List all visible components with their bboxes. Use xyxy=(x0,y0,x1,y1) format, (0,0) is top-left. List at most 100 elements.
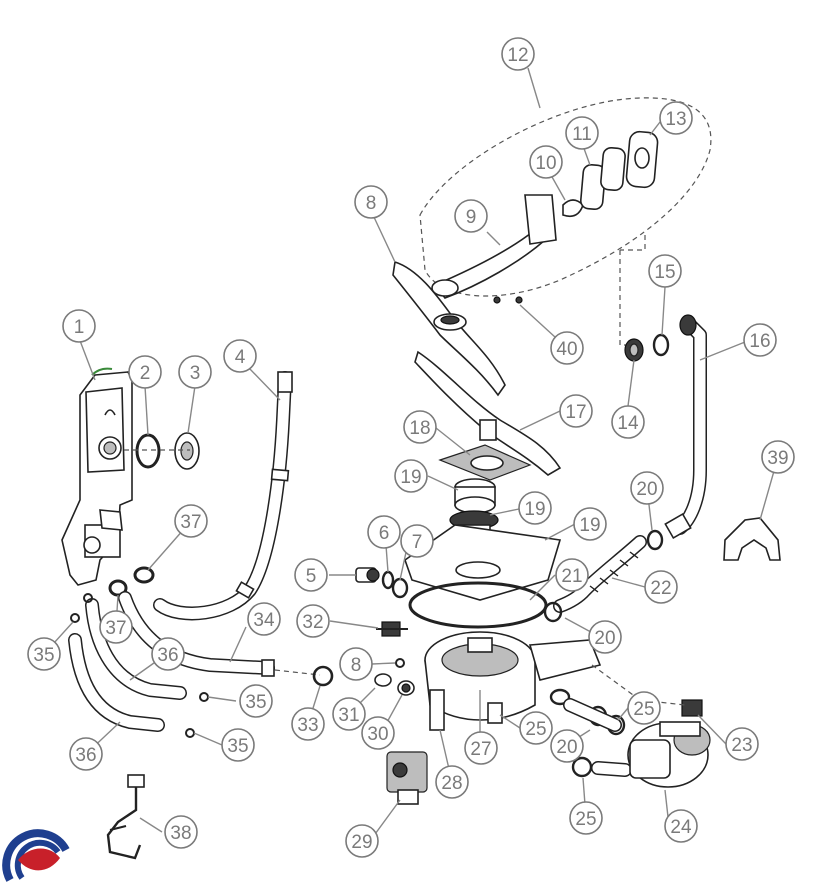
part-13-plate xyxy=(625,130,659,189)
callout-label: 8 xyxy=(366,193,377,214)
callout-20b: 20 xyxy=(588,620,622,654)
part-23-connector xyxy=(681,699,703,717)
callout-label: 28 xyxy=(441,773,462,794)
callout-label: 35 xyxy=(245,692,266,713)
part-30-cap xyxy=(397,680,415,696)
callout-label: 32 xyxy=(302,612,323,633)
callout-label: 25 xyxy=(575,809,596,830)
callout-label: 11 xyxy=(572,124,592,145)
callout-label: 37 xyxy=(180,512,201,533)
callout-label: 6 xyxy=(379,523,390,544)
brand-logo-icon xyxy=(2,829,70,882)
callout-label: 19 xyxy=(400,467,421,488)
callout-label: 33 xyxy=(297,715,318,736)
callout-label: 20 xyxy=(594,628,615,649)
part-7-o-ring xyxy=(391,577,409,599)
callout-16: 16 xyxy=(743,323,777,357)
callout-label: 36 xyxy=(157,645,178,666)
callout-23: 23 xyxy=(725,727,759,761)
part-16-supply-tube xyxy=(664,314,707,540)
callout-14: 14 xyxy=(611,405,645,439)
callout-13: 13 xyxy=(659,101,693,135)
callout-label: 5 xyxy=(306,566,317,587)
callout-label: 39 xyxy=(767,448,788,469)
callout-38: 38 xyxy=(164,815,198,849)
callout-label: 25 xyxy=(525,719,546,740)
callout-4: 4 xyxy=(223,339,257,373)
callout-19b: 19 xyxy=(518,491,552,525)
part-15-o-ring xyxy=(652,333,670,357)
callout-label: 29 xyxy=(351,832,372,853)
callout-12: 12 xyxy=(501,37,535,71)
part-3-nut xyxy=(174,432,200,470)
callout-label: 17 xyxy=(565,402,586,423)
part-27-sump xyxy=(424,631,602,721)
callout-1: 1 xyxy=(62,309,96,343)
callout-label: 31 xyxy=(338,705,359,726)
callout-label: 27 xyxy=(470,739,491,760)
callout-label: 21 xyxy=(561,566,582,587)
callout-5: 5 xyxy=(294,558,328,592)
callout-30: 30 xyxy=(361,716,395,750)
part-36-hose xyxy=(68,598,187,732)
callout-29: 29 xyxy=(345,824,379,858)
callout-label: 7 xyxy=(412,532,423,553)
callout-label: 24 xyxy=(670,817,692,838)
part-37-clamp xyxy=(108,566,155,597)
callout-label: 35 xyxy=(227,736,248,757)
part-18-filter-screen xyxy=(438,444,532,481)
part-6-washer xyxy=(381,570,395,590)
callout-label: 16 xyxy=(749,331,770,352)
callout-label: 4 xyxy=(235,347,246,368)
part-4-hose xyxy=(153,371,293,621)
callout-34: 34 xyxy=(247,602,281,636)
callout-32: 32 xyxy=(296,604,330,638)
callout-label: 9 xyxy=(466,207,477,228)
callout-label: 30 xyxy=(367,724,388,745)
callout-20c: 20 xyxy=(550,729,584,763)
part-19-coarse-filter-plate xyxy=(404,524,562,601)
callout-label: 36 xyxy=(75,745,96,766)
callout-33: 33 xyxy=(291,707,325,741)
callout-19a: 19 xyxy=(394,459,428,493)
callout-25b: 25 xyxy=(519,711,553,745)
callout-19c: 19 xyxy=(573,507,607,541)
callout-label: 20 xyxy=(556,737,577,758)
part-20-connecting-hose xyxy=(563,698,632,777)
callout-label: 22 xyxy=(650,578,671,599)
part-35-clamp xyxy=(70,593,209,738)
callout-20a: 20 xyxy=(630,471,664,505)
callout-39: 39 xyxy=(761,440,795,474)
callout-7: 7 xyxy=(400,524,434,558)
part-38-sensor xyxy=(106,774,145,860)
part-31-cap xyxy=(374,673,392,687)
callout-31: 31 xyxy=(332,697,366,731)
callout-11: 11 xyxy=(565,116,599,150)
part-10-seal xyxy=(562,199,584,218)
callout-label: 25 xyxy=(633,699,654,720)
part-5-fitting xyxy=(355,567,380,583)
callout-9: 9 xyxy=(454,199,488,233)
callout-label: 15 xyxy=(654,262,675,283)
callout-3: 3 xyxy=(178,355,212,389)
part-29-drain-pump xyxy=(386,751,428,805)
callout-label: 38 xyxy=(170,823,191,844)
callout-22: 22 xyxy=(644,570,678,604)
callout-8b: 8 xyxy=(339,647,373,681)
callout-8: 8 xyxy=(354,185,388,219)
callouts: 1 2 3 4 5 6 7 8 8 9 10 11 12 13 14 15 16… xyxy=(27,37,795,858)
callout-label: 12 xyxy=(507,45,528,66)
callout-label: 8 xyxy=(351,655,362,676)
callout-18: 18 xyxy=(403,410,437,444)
part-17-spray-arm xyxy=(414,350,562,476)
callout-label: 10 xyxy=(535,153,556,174)
part-14-connector xyxy=(624,338,644,362)
part-11-gasket xyxy=(579,146,626,211)
callout-label: 23 xyxy=(731,735,752,756)
callout-label: 19 xyxy=(524,499,545,520)
callout-6: 6 xyxy=(367,515,401,549)
callout-label: 2 xyxy=(140,363,151,384)
callout-37b: 37 xyxy=(99,610,133,644)
callout-label: 35 xyxy=(33,645,54,666)
